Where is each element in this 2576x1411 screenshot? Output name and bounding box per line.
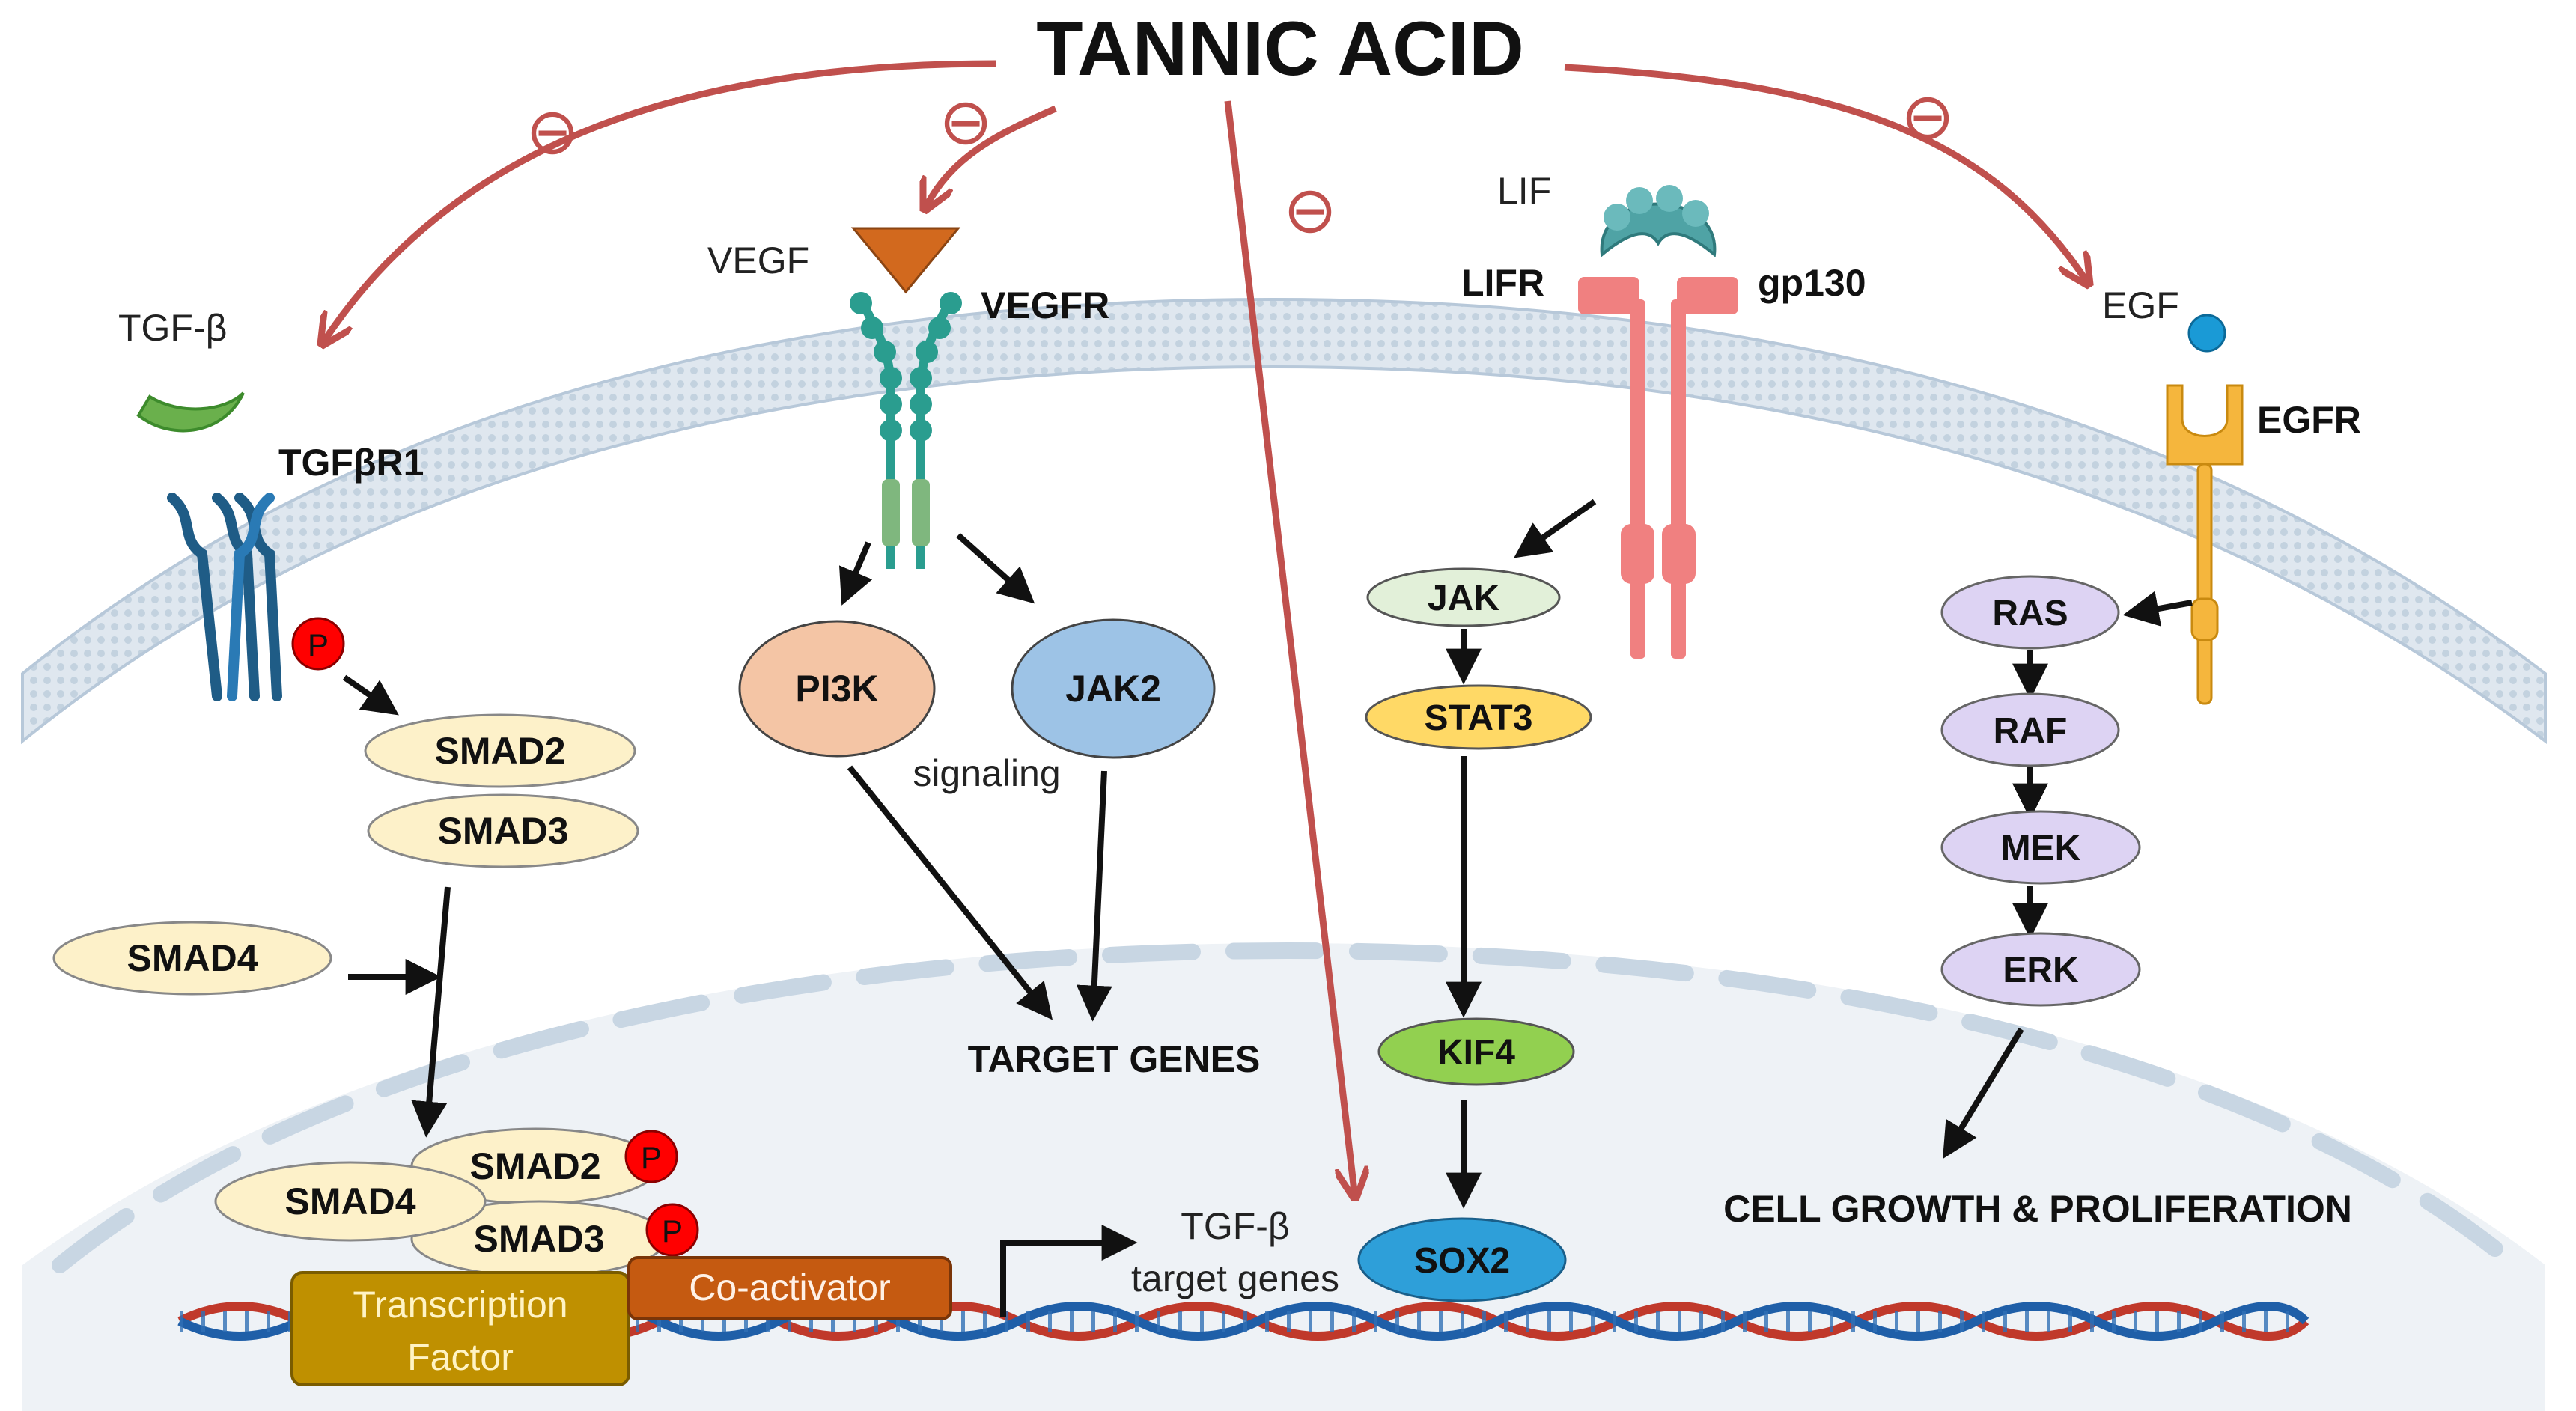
- node-smad4: SMAD4: [52, 921, 332, 996]
- arrow-egfr-ras: [2122, 591, 2193, 627]
- arrow-lifr-jak: [1514, 499, 1597, 558]
- inhibit-arrow-tgf: [322, 60, 996, 344]
- svg-text:RAF: RAF: [1994, 711, 2068, 751]
- inhibit-symbol-tgf: ⊖: [526, 96, 579, 168]
- vegf-ligand-label: VEGF: [707, 240, 809, 281]
- inhibit-symbol-vegf: ⊖: [939, 86, 993, 158]
- inhibit-symbol-sox2: ⊖: [1283, 174, 1337, 246]
- svg-text:SMAD3: SMAD3: [473, 1218, 604, 1260]
- arrow-smad3-complex: [411, 886, 451, 1138]
- svg-text:P: P: [641, 1140, 662, 1175]
- lifr-gp130-receptor-icon: [1578, 277, 1738, 659]
- tgfb-ligand-label: TGF-β: [118, 307, 227, 349]
- node-kif4: KIF4: [1377, 1017, 1575, 1086]
- svg-text:PI3K: PI3K: [795, 668, 878, 710]
- svg-text:Transcription: Transcription: [353, 1284, 567, 1326]
- svg-text:ERK: ERK: [2003, 951, 2079, 990]
- egf-ligand-icon: [2187, 314, 2226, 353]
- phospho-icon: P: [645, 1203, 699, 1257]
- transcription-factor-box: Transcription Factor: [290, 1271, 630, 1386]
- cell-membrane: [21, 297, 2547, 745]
- nuclear-envelope: [52, 942, 2524, 1273]
- node-sox2: SOX2: [1357, 1217, 1567, 1302]
- inhibit-symbols: ⊖ ⊖ ⊖ ⊖: [526, 81, 1955, 246]
- svg-text:SOX2: SOX2: [1414, 1241, 1510, 1281]
- tgfb-target-line1: TGF-β: [1181, 1205, 1289, 1247]
- cell-growth-label: CELL GROWTH & PROLIFERATION: [1723, 1188, 2352, 1230]
- vegf-ligand-icon: [850, 227, 961, 294]
- arrow-transcription-start: [1000, 1225, 1138, 1317]
- svg-text:STAT3: STAT3: [1425, 698, 1533, 738]
- title: TANNIC ACID: [1036, 6, 1524, 91]
- node-mek: MEK: [1940, 810, 2141, 885]
- inhibit-arrow-egf: [1564, 64, 2089, 284]
- phospho-icon: P: [291, 617, 345, 671]
- svg-text:SMAD4: SMAD4: [284, 1180, 415, 1222]
- node-smad2: SMAD2: [364, 713, 636, 788]
- egfr-label: EGFR: [2257, 399, 2361, 441]
- arrow-pi3k-target: [847, 765, 1053, 1020]
- coactivator-box: Co-activator: [627, 1256, 952, 1320]
- node-smad3: SMAD3: [367, 793, 639, 868]
- node-pi3k: PI3K: [738, 620, 936, 758]
- node-stat3: STAT3: [1365, 684, 1592, 750]
- svg-text:Factor: Factor: [407, 1336, 514, 1378]
- complex-smad4: SMAD4: [214, 1161, 487, 1242]
- signaling-label: signaling: [913, 752, 1060, 794]
- egf-ligand-label: EGF: [2102, 284, 2179, 326]
- node-raf: RAF: [1940, 692, 2120, 767]
- node-erk: ERK: [1940, 932, 2141, 1007]
- vegfr-receptor-icon: [850, 292, 962, 569]
- node-ras: RAS: [1940, 575, 2120, 650]
- svg-text:KIF4: KIF4: [1437, 1033, 1515, 1073]
- lifr-label: LIFR: [1461, 262, 1544, 304]
- inhibition-arrows: [322, 60, 2089, 1198]
- svg-text:SMAD3: SMAD3: [437, 810, 568, 852]
- inhibit-symbol-egf: ⊖: [1901, 81, 1955, 153]
- tgfbr1-label: TGFβR1: [278, 442, 424, 484]
- svg-text:P: P: [308, 627, 329, 662]
- svg-text:Co-activator: Co-activator: [689, 1267, 891, 1308]
- arrow-vegfr-pi3k: [838, 541, 873, 606]
- lif-ligand-icon: [1600, 185, 1717, 257]
- tgfb-target-line2: target genes: [1131, 1258, 1339, 1299]
- lif-ligand-label: LIF: [1497, 170, 1551, 212]
- node-jak2: JAK2: [1011, 618, 1216, 759]
- arrow-jak2-target: [1076, 770, 1112, 1022]
- tgfb-ligand-icon: [136, 391, 245, 433]
- inhibit-arrow-sox2: [1224, 100, 1355, 1198]
- svg-text:SMAD2: SMAD2: [434, 730, 565, 772]
- svg-text:SMAD2: SMAD2: [469, 1145, 600, 1187]
- svg-text:JAK2: JAK2: [1065, 668, 1161, 710]
- svg-text:MEK: MEK: [2001, 829, 2081, 868]
- svg-text:JAK: JAK: [1428, 579, 1499, 618]
- node-jak: JAK: [1366, 567, 1561, 627]
- tgfbr1-receptor-icon: [167, 493, 282, 701]
- svg-text:SMAD4: SMAD4: [127, 937, 258, 979]
- phospho-icon: P: [624, 1130, 678, 1183]
- target-genes-label: TARGET GENES: [968, 1038, 1261, 1080]
- arrow-vegfr-jak2: [956, 533, 1035, 604]
- complex-smad3: SMAD3: [410, 1200, 668, 1278]
- arrow-tgfbr1-smad2: [342, 674, 399, 716]
- svg-text:P: P: [662, 1213, 683, 1249]
- egfr-receptor-icon: [2166, 384, 2244, 705]
- vegfr-label: VEGFR: [981, 284, 1109, 326]
- gp130-label: gp130: [1758, 262, 1866, 304]
- inhibit-arrow-vegf: [925, 105, 1057, 210]
- arrow-erk-outcome: [1943, 1027, 2024, 1159]
- svg-text:RAS: RAS: [1992, 594, 2068, 633]
